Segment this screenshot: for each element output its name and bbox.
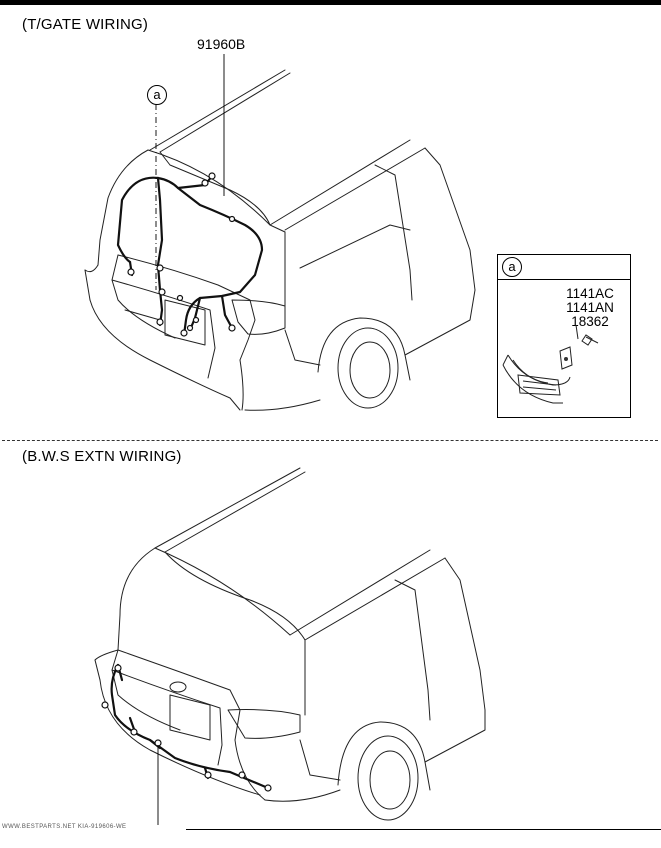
part-number-1141ac: 1141AC	[566, 286, 614, 301]
footer-rule	[186, 829, 661, 830]
part-number-18362: 18362	[571, 314, 609, 329]
section-divider	[2, 440, 658, 441]
bws-extension-vehicle-illustration	[94, 467, 486, 825]
callout-ref-marker: a	[147, 85, 167, 105]
section-title-tgate-wiring: (T/GATE WIRING)	[22, 16, 149, 33]
callout-header: a	[498, 255, 630, 280]
section-title-bws-extn-wiring: (B.W.S EXTN WIRING)	[22, 448, 182, 465]
part-number-1141an: 1141AN	[566, 300, 614, 315]
callout-parts-list: 1141AC 1141AN 18362	[560, 287, 620, 329]
part-number-label: 91960B	[197, 36, 246, 52]
footer-code: WWW.BESTPARTS.NET KIA-919606-WE	[2, 824, 127, 830]
top-border	[0, 0, 661, 5]
tailgate-vehicle-illustration	[84, 54, 476, 411]
detail-callout-box: a 1141AC 1141AN 18362	[497, 254, 631, 418]
callout-box-ref-marker: a	[502, 257, 522, 277]
bracket-bolt-detail-illustration	[502, 324, 599, 404]
